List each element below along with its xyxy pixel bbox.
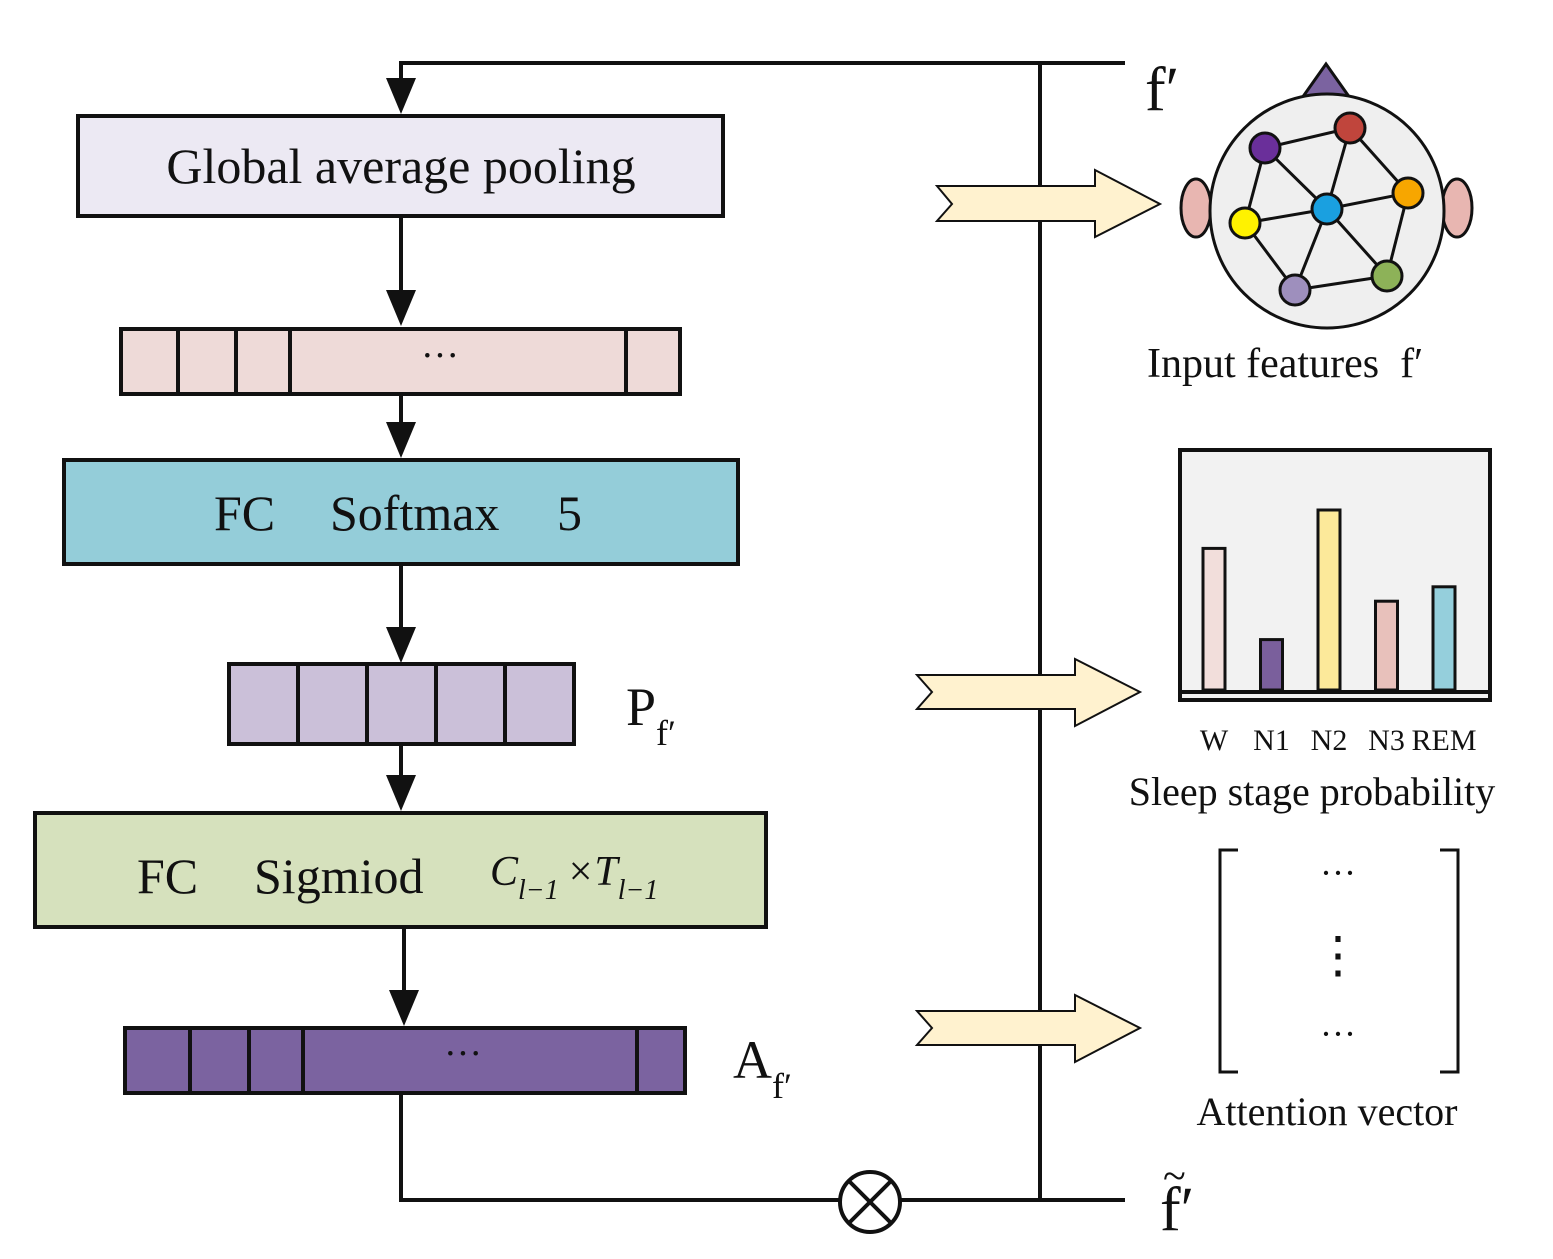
electrode-node — [1228, 206, 1262, 240]
bar-n3 — [1374, 599, 1399, 692]
category-label-n2: N2 — [1311, 724, 1348, 757]
wide-arrow-input — [934, 168, 1163, 239]
category-label-n1: N1 — [1253, 724, 1290, 757]
attention-to-multiply-line — [399, 1093, 840, 1202]
attention-caption: Attention vector — [1196, 1089, 1457, 1134]
attention-vector-box — [123, 1026, 687, 1095]
arrowhead-gap — [386, 78, 416, 114]
dim-times: × — [569, 849, 593, 895]
attention-matrix: ··· ⋮ ··· Attention vector — [1196, 848, 1460, 1134]
feature-vector-ellipsis: ··· — [421, 335, 459, 377]
p-label-base: P — [626, 677, 656, 737]
right-ear-icon — [1440, 177, 1474, 239]
softmax-block: FC Softmax 5 — [62, 458, 740, 566]
bar-rem — [1431, 585, 1457, 692]
right-bracket — [1440, 848, 1460, 1074]
feature-vector: ··· — [119, 327, 682, 396]
output-signal-label: f′ — [1160, 1176, 1194, 1244]
input-features-caption: Input features f′ — [1147, 341, 1423, 387]
arrowhead-attention — [389, 990, 419, 1026]
gap-label: Global average pooling — [166, 138, 635, 194]
a-label: Af′ — [733, 1030, 792, 1106]
head-illustration: Input features f′ — [1147, 61, 1474, 387]
electrode-node — [1278, 273, 1312, 307]
category-label-w: W — [1200, 724, 1229, 757]
input-line — [399, 61, 1125, 78]
category-label-n3: N3 — [1368, 724, 1405, 757]
bar-w — [1201, 546, 1227, 692]
a-label-sub: f′ — [772, 1066, 792, 1106]
arrowhead-vector — [386, 290, 416, 326]
wide-arrows — [914, 168, 1163, 1064]
electrode-nodes — [1228, 111, 1425, 307]
softmax-fc-label: FC — [214, 485, 275, 541]
attention-bottom-ellipsis: ··· — [1320, 1014, 1356, 1054]
gap-box — [76, 114, 725, 218]
chart-bars — [1201, 508, 1457, 692]
electrode-node — [1310, 192, 1344, 226]
left-ear-icon — [1179, 177, 1213, 239]
sigmoid-activation-label: Sigmiod — [254, 848, 423, 904]
wide-arrow-attention — [914, 993, 1143, 1064]
category-label-rem: REM — [1411, 724, 1476, 757]
probability-vector-box — [227, 662, 576, 746]
output-signal-tilde: ~ — [1163, 1154, 1186, 1200]
attention-top-ellipsis: ··· — [1320, 853, 1356, 893]
probability-vector: Pf′ — [227, 662, 676, 753]
bar-n2 — [1316, 508, 1342, 692]
a-label-base: A — [733, 1030, 772, 1090]
multiply-node — [838, 1170, 902, 1234]
multiply-cross — [847, 1179, 893, 1225]
electrode-node — [1391, 176, 1425, 210]
probability-caption: Sleep stage probability — [1129, 769, 1496, 814]
arrowhead-sigmoid — [386, 775, 416, 811]
attention-vector: ··· Af′ — [123, 1026, 792, 1106]
input-signal-label: f′ — [1145, 56, 1179, 124]
attention-vector-ellipsis: ··· — [444, 1033, 482, 1075]
left-bracket — [1218, 848, 1238, 1074]
electrode-node — [1370, 259, 1404, 293]
softmax-box — [62, 458, 740, 566]
dim-t-sub: l−1 — [618, 875, 659, 906]
sigmoid-box — [33, 811, 768, 929]
gap-block: Global average pooling — [76, 114, 725, 218]
dim-c-sub: l−1 — [518, 875, 559, 906]
electrode-node — [1248, 131, 1282, 165]
dim-c: C — [490, 849, 519, 895]
sigmoid-fc-label: FC — [137, 848, 198, 904]
electrode-node — [1333, 111, 1367, 145]
p-label-sub: f′ — [656, 713, 676, 753]
sigmoid-block: FC Sigmiod Cl−1 ×Tl−1 — [33, 811, 768, 929]
p-label: Pf′ — [626, 677, 676, 753]
feature-vector-box — [119, 327, 682, 396]
softmax-size-label: 5 — [557, 485, 582, 541]
arrowhead-softmax — [386, 422, 416, 458]
arrowhead-prob — [386, 627, 416, 663]
bar-n1 — [1259, 638, 1284, 692]
sigmoid-dimension-label: Cl−1 ×Tl−1 — [490, 849, 658, 906]
softmax-activation-label: Softmax — [330, 485, 499, 541]
attention-middle-ellipsis: ⋮ — [1313, 927, 1363, 983]
wide-arrow-probability — [914, 657, 1143, 728]
arrowheads — [386, 78, 419, 1026]
dim-t: T — [594, 849, 620, 895]
